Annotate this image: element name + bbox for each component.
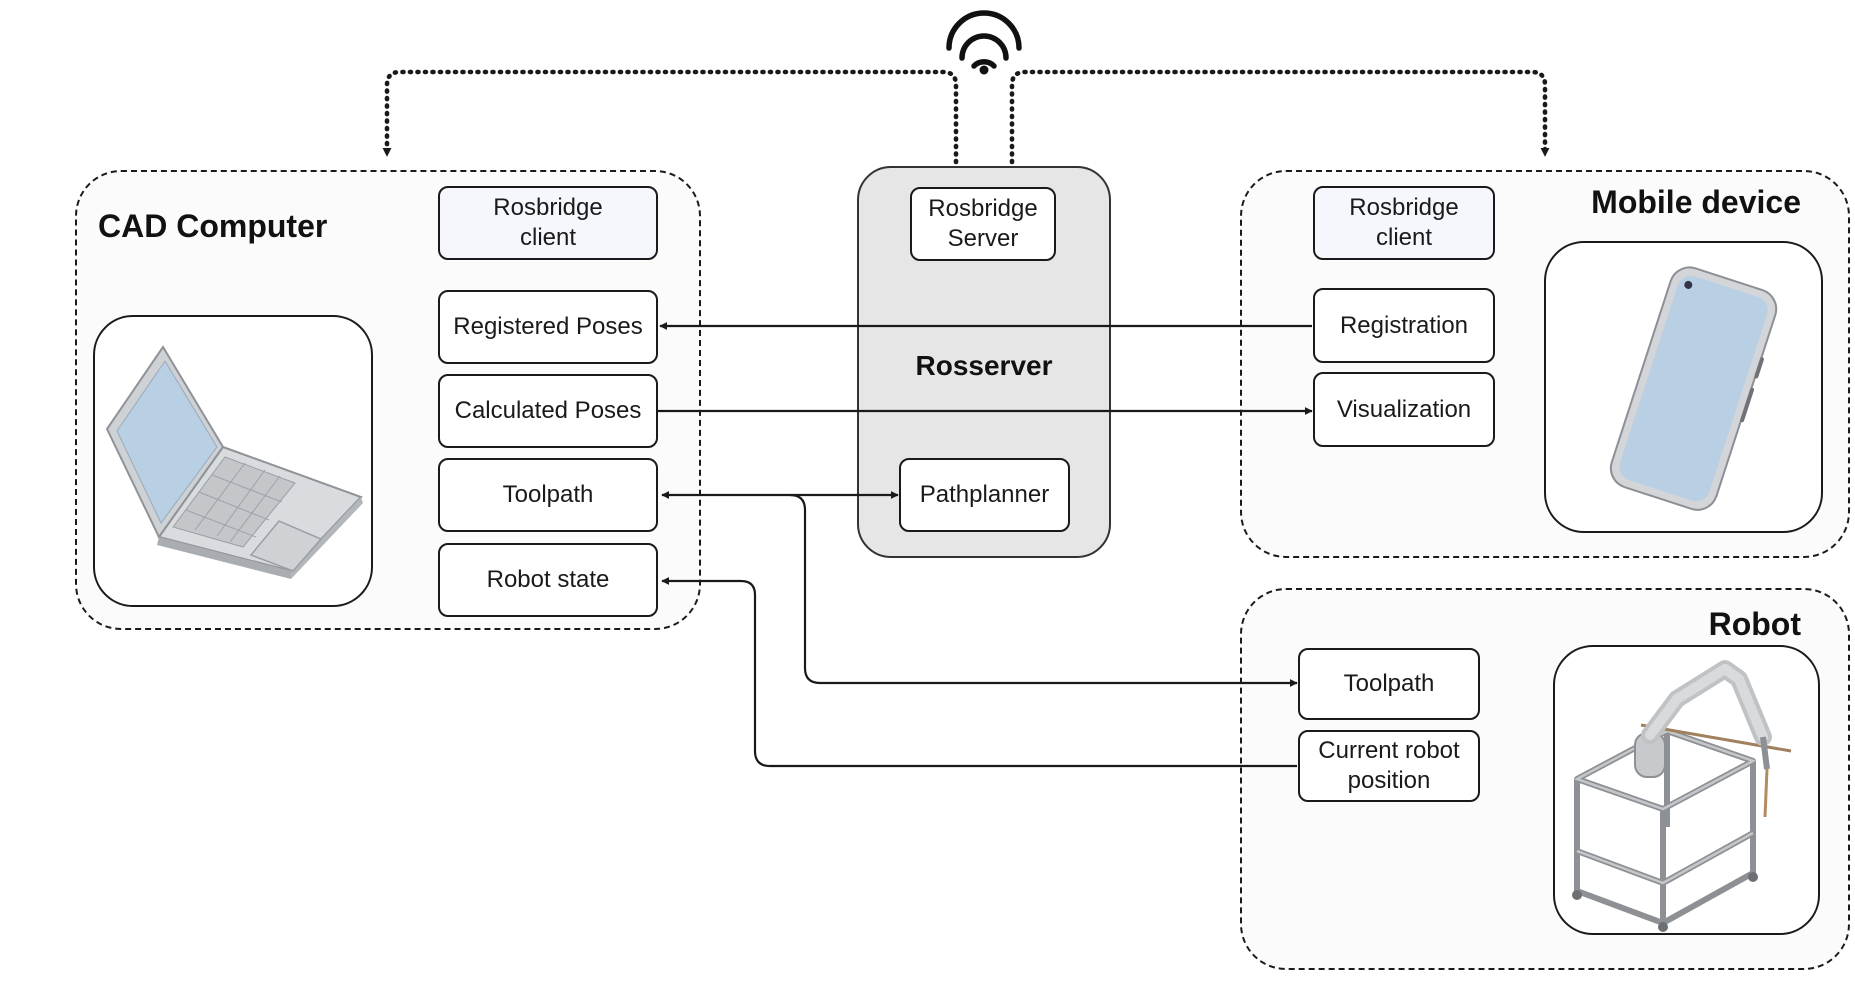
rosbridge-server-line2: Server: [947, 225, 1019, 252]
mobile-visualization: Visualization: [1313, 372, 1495, 447]
cad-computer-title: CAD Computer: [98, 208, 328, 244]
mobile-device-title: Mobile device: [1591, 184, 1801, 220]
wireless-link-to-cad: [382, 69, 959, 165]
wireless-link-to-mobile: [1009, 69, 1550, 165]
rosserver-title: Rosserver: [915, 350, 1053, 381]
robot-current-position-line2: position: [1347, 767, 1431, 794]
cad-rosbridge-client-line2: client: [519, 224, 577, 251]
connector-toolpath-to-robot-toolpath: [789, 493, 1298, 687]
robot-toolpath: Toolpath: [1298, 648, 1480, 720]
robot-current-position: Current robot position: [1298, 730, 1480, 802]
rosbridge-server-line1: Rosbridge: [928, 195, 1038, 222]
robot-current-position-line1: Current robot: [1318, 737, 1460, 764]
mobile-registration: Registration: [1313, 288, 1495, 363]
cad-toolpath: Toolpath: [438, 458, 658, 532]
smartphone-icon: [1609, 266, 1778, 511]
mobile-rosbridge-client-line1: Rosbridge: [1349, 194, 1459, 221]
cad-robot-state: Robot state: [438, 543, 658, 617]
robot-title: Robot: [1708, 606, 1801, 642]
cad-calculated-poses: Calculated Poses: [438, 374, 658, 448]
robot-arm-gantry-icon: [1572, 660, 1792, 932]
cad-rosbridge-client: Rosbridge client: [438, 186, 658, 260]
smartphone-image-frame: [1544, 241, 1823, 533]
connector-robot-position-to-robot-state: [661, 577, 1297, 768]
robot-image-frame: [1553, 645, 1820, 935]
laptop-image-frame: [93, 315, 373, 607]
mobile-rosbridge-client: Rosbridge client: [1313, 186, 1495, 260]
cad-registered-poses: Registered Poses: [438, 290, 658, 364]
cad-rosbridge-client-line1: Rosbridge: [493, 194, 603, 221]
wifi-icon: [946, 10, 1022, 75]
laptop-icon: [105, 345, 363, 579]
pathplanner: Pathplanner: [899, 458, 1070, 532]
mobile-rosbridge-client-line2: client: [1375, 224, 1433, 251]
